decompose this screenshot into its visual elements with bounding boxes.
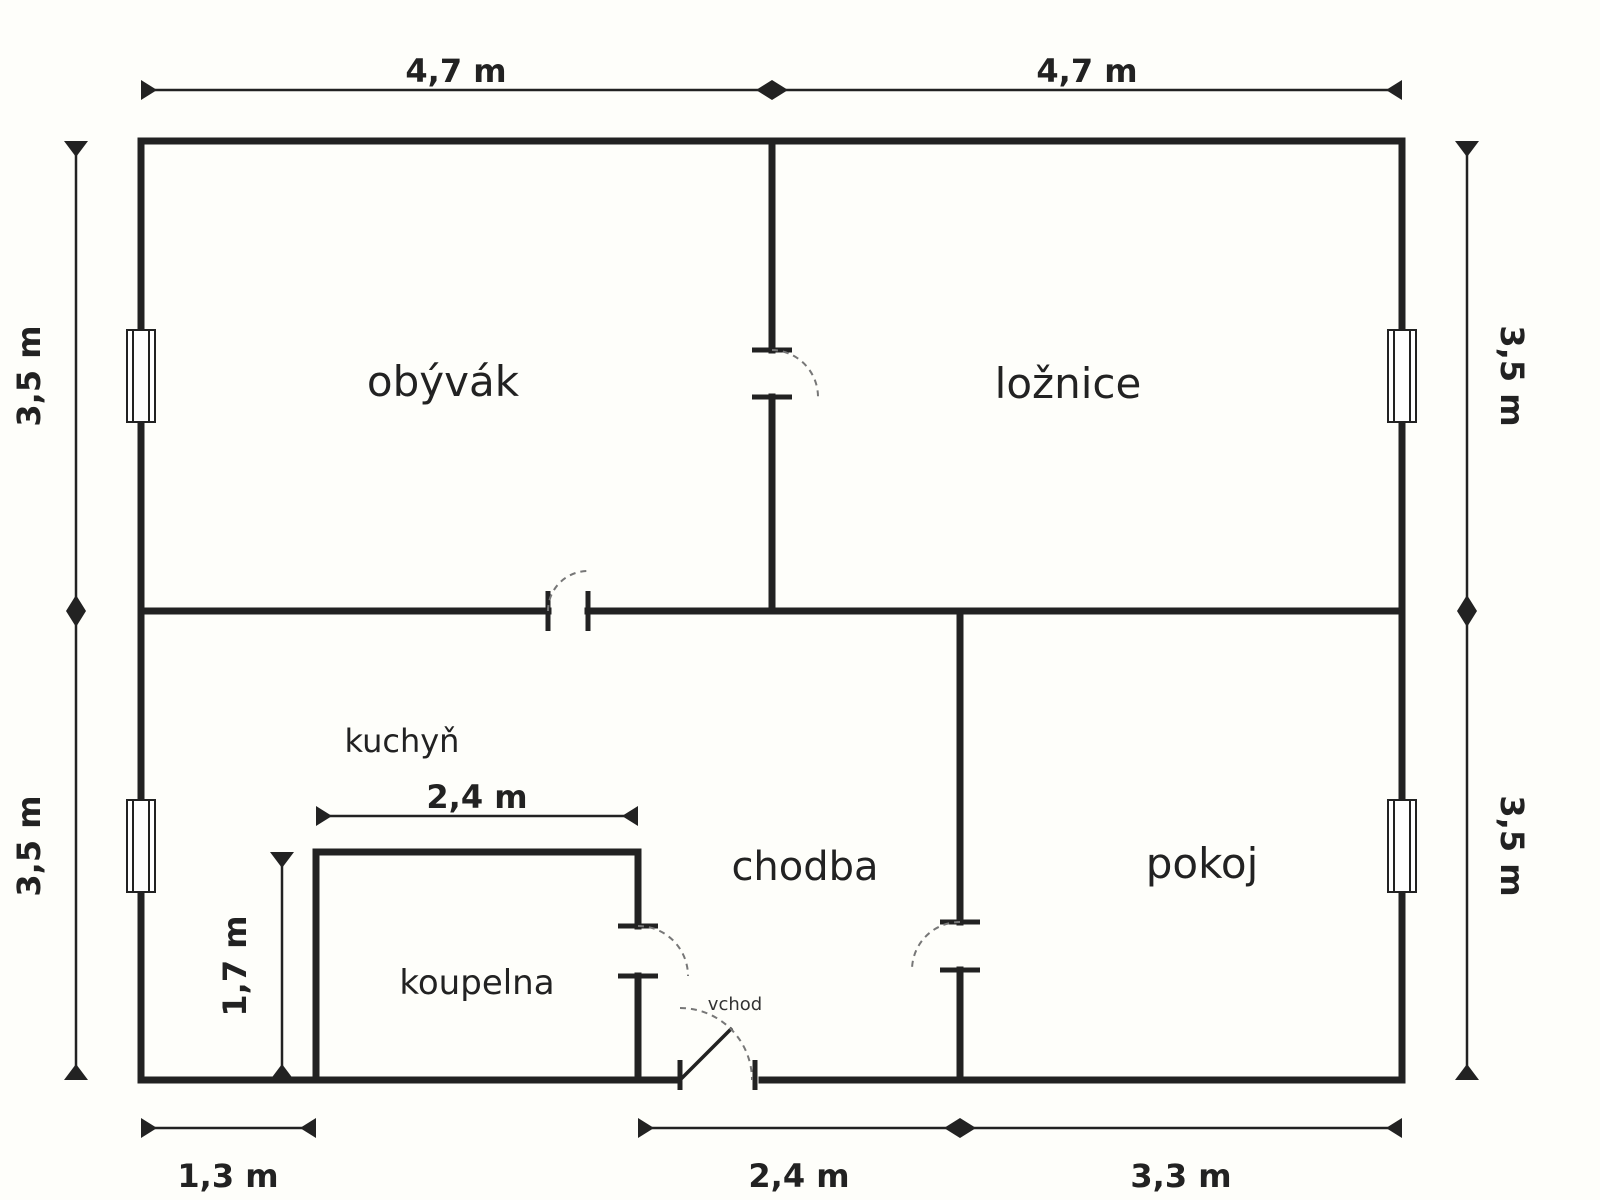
door-swing-arc — [637, 925, 689, 977]
dim-arrow — [1457, 595, 1477, 627]
dim-label-bottom-left: 1,3 m — [177, 1157, 278, 1195]
room-label-obyvak: obývák — [367, 357, 520, 406]
room-label-pokoj: pokoj — [1146, 839, 1259, 888]
door-entrance — [677, 1007, 758, 1090]
dim-label-top-left: 4,7 m — [405, 52, 506, 90]
dim-arrow — [270, 852, 294, 868]
dim-arrow — [638, 1118, 654, 1138]
dim-arrow — [1455, 1064, 1479, 1080]
dim-label-bathroom-height: 1,7 m — [216, 915, 254, 1016]
room-label-koupelna: koupelna — [399, 963, 554, 1003]
door-bathroom — [618, 923, 689, 979]
door-obyvak-loznice — [752, 347, 819, 400]
dim-label-left-lower: 3,5 m — [10, 795, 48, 896]
dim-label-right-lower: 3,5 m — [1493, 795, 1531, 896]
dim-label-bathroom-width: 2,4 m — [426, 778, 527, 816]
door-swing-arc — [911, 921, 961, 971]
window-pokoj — [1387, 799, 1417, 893]
door-swing-arc — [771, 349, 819, 398]
entrance-label: vchod — [708, 994, 762, 1015]
dim-label-left-upper: 3,5 m — [10, 325, 48, 426]
dim-label-right-upper: 3,5 m — [1493, 325, 1531, 426]
room-label-loznice: ložnice — [995, 359, 1142, 408]
dim-arrow — [1386, 1118, 1402, 1138]
door-swing-arc — [679, 1007, 753, 1081]
dim-arrow — [300, 1118, 316, 1138]
dim-arrow — [141, 1118, 157, 1138]
room-labels: obývák ložnice kuchyň chodba pokoj koupe… — [345, 357, 1259, 1015]
dim-arrow — [1455, 141, 1479, 157]
dimension-lines — [64, 80, 1479, 1138]
dim-arrow — [141, 80, 157, 100]
dim-arrow — [66, 595, 86, 627]
window-kuchyn — [126, 799, 156, 893]
dim-arrow — [756, 80, 788, 100]
dim-label-top-right: 4,7 m — [1036, 52, 1137, 90]
dim-arrow — [270, 1064, 294, 1080]
dim-label-bottom-right: 3,3 m — [1130, 1157, 1231, 1195]
dim-label-bottom-middle: 2,4 m — [748, 1157, 849, 1195]
dim-arrow — [64, 141, 88, 157]
dimension-labels: 4,7 m 4,7 m 3,5 m 3,5 m 3,5 m 3,5 m 2,4 … — [10, 52, 1531, 1195]
dim-arrow — [1386, 80, 1402, 100]
dim-arrow — [64, 1064, 88, 1080]
door-chodba-pokoj — [911, 919, 980, 973]
door-swing-arc — [547, 570, 589, 612]
walls — [137, 137, 1406, 1084]
room-label-chodba: chodba — [731, 844, 878, 890]
door-obyvak-kuchyn — [545, 570, 591, 631]
dim-arrow — [622, 806, 638, 826]
room-label-kuchyn: kuchyň — [345, 722, 460, 760]
window-obyvak — [126, 329, 156, 423]
window-loznice — [1387, 329, 1417, 423]
entrance-door-leaf — [678, 1026, 734, 1082]
dim-arrow — [944, 1118, 976, 1138]
windows — [126, 329, 1417, 893]
doors — [545, 347, 980, 1090]
dim-arrow — [316, 806, 332, 826]
